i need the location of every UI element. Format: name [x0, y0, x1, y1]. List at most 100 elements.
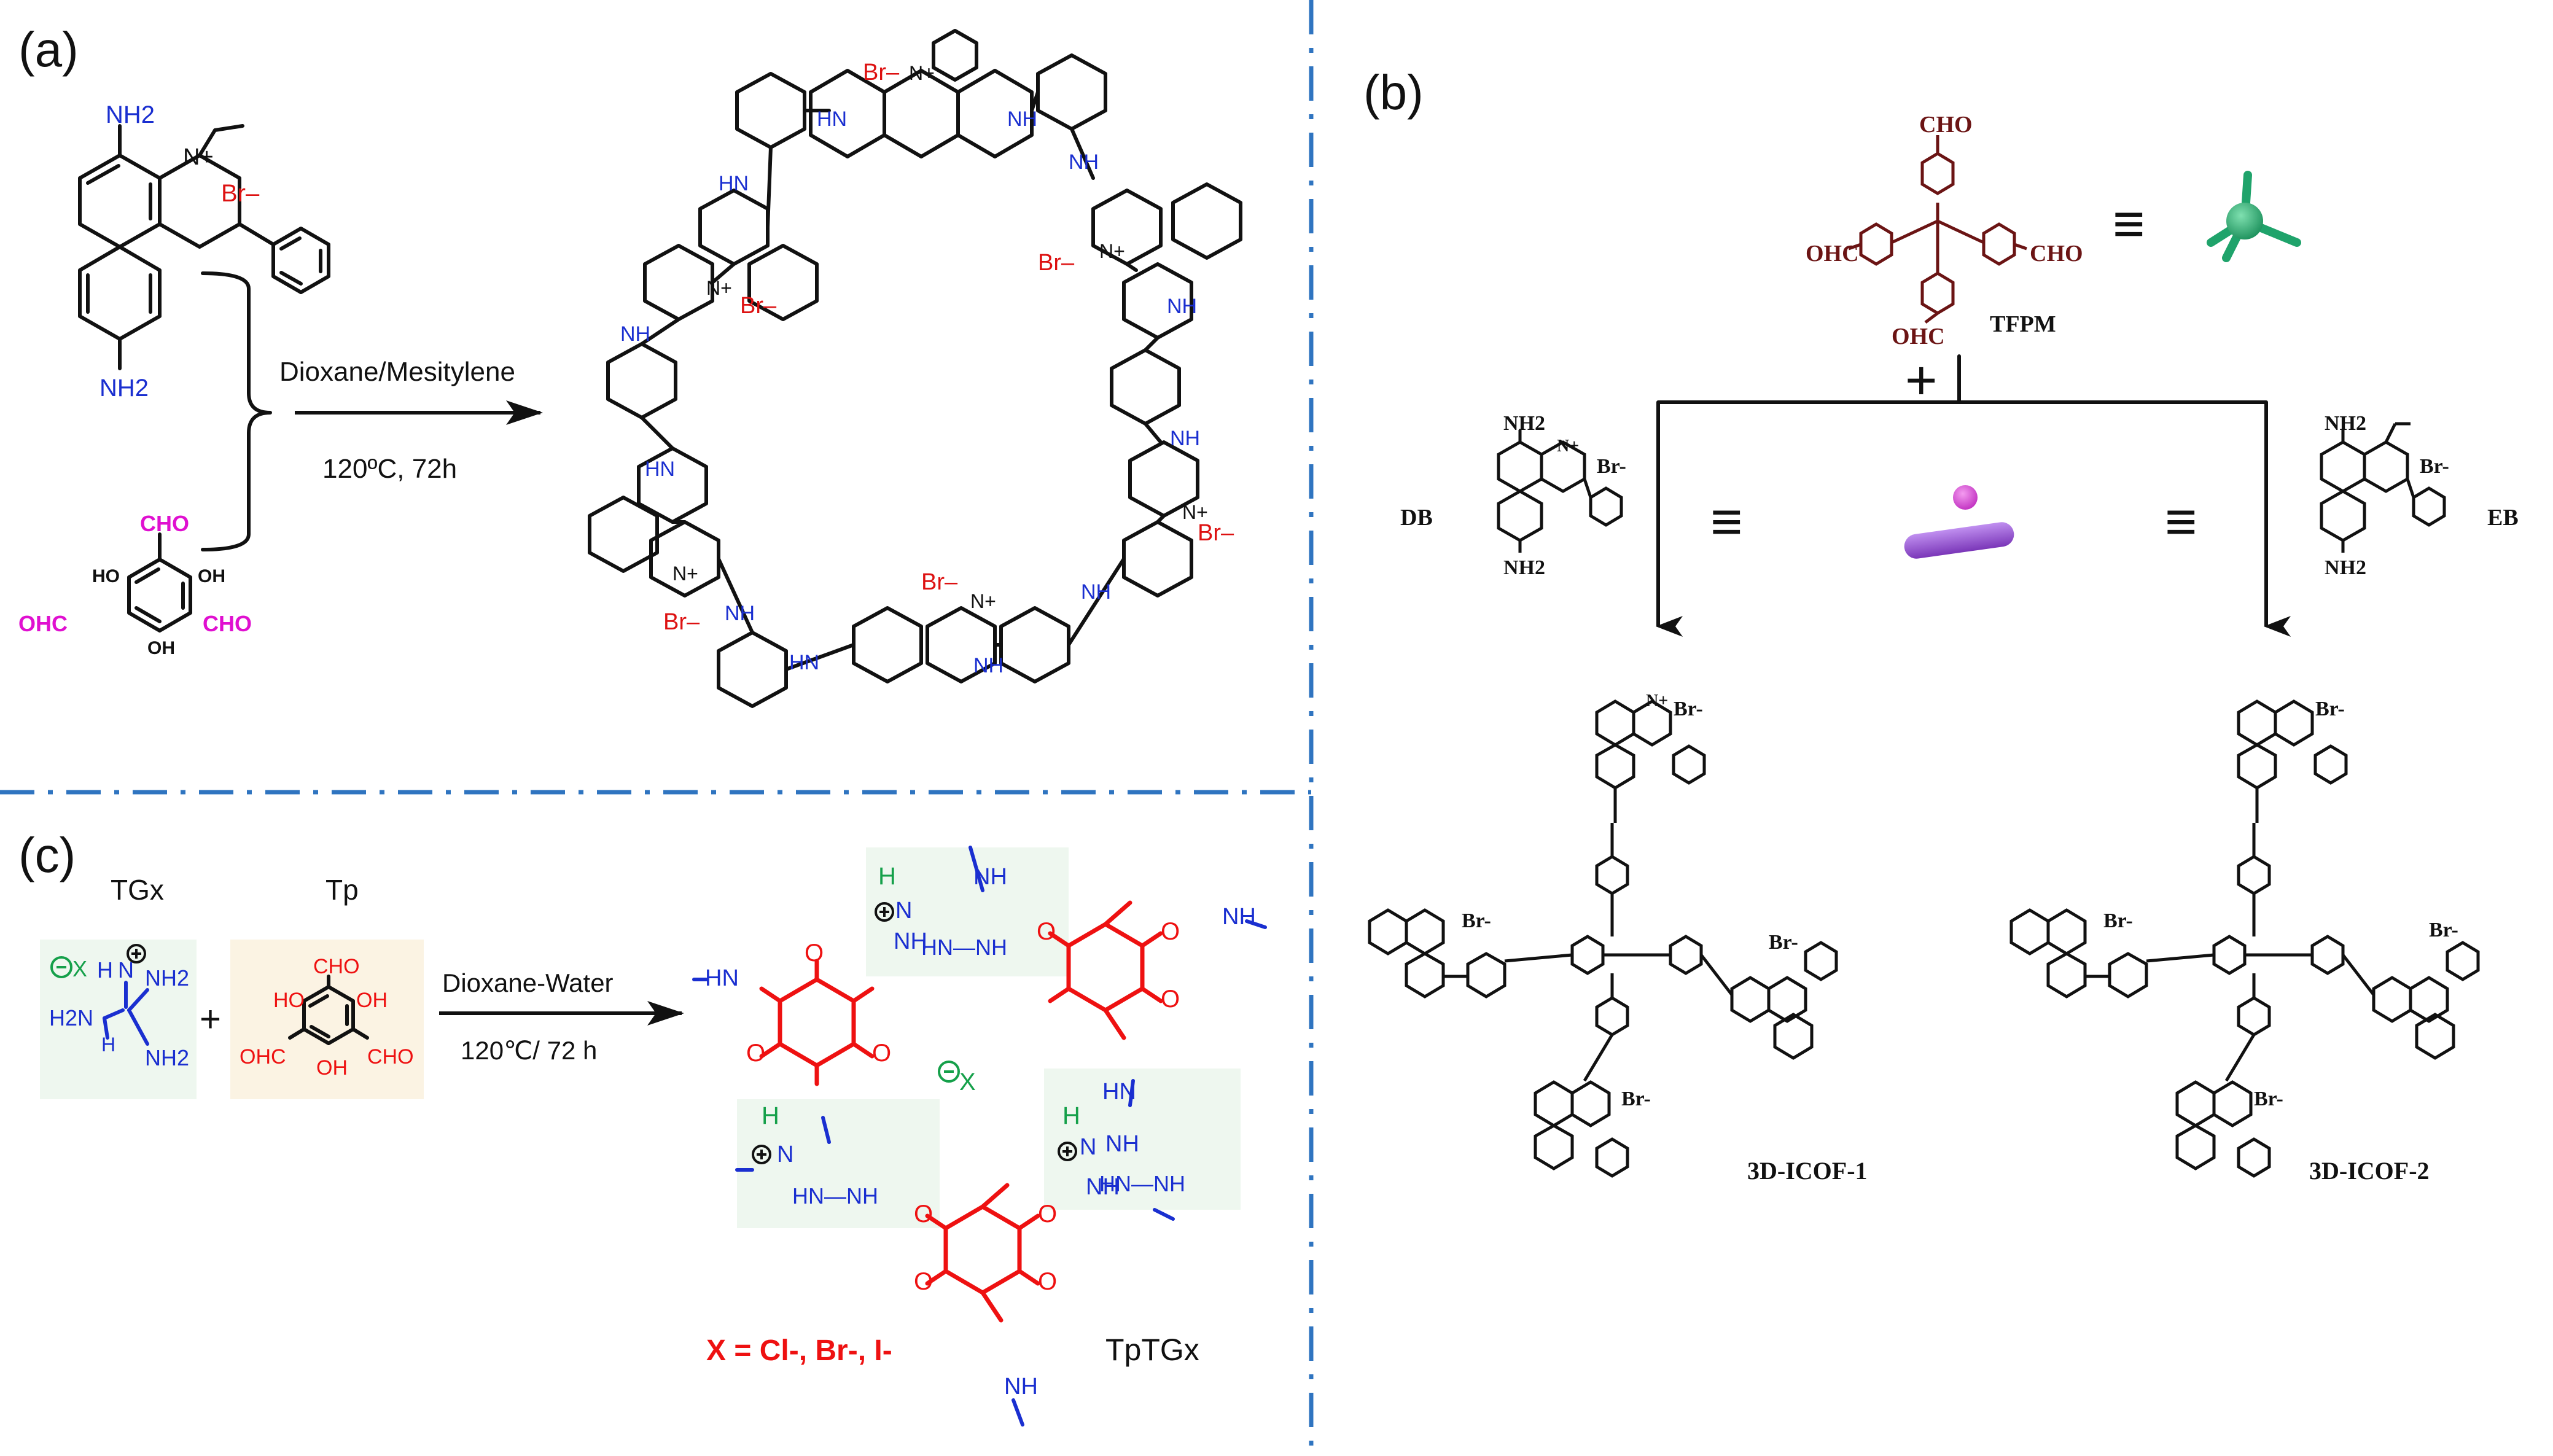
a-nh-6: NH: [1081, 580, 1111, 604]
c-tp-ohc: OHC: [240, 1045, 286, 1069]
c-nh-1: NH: [894, 928, 927, 954]
c-tp-box: [230, 940, 424, 1099]
a-nplus-6: N+: [706, 277, 732, 299]
a-n-11: NH: [620, 322, 650, 346]
db-molecule: NH2 NH2 Br- N+ DB: [1400, 412, 1626, 579]
c-plus: +: [200, 999, 221, 1040]
b-db-nh2-bottom: NH2: [1503, 556, 1545, 579]
c-hnnh-3: HN—NH: [1099, 1171, 1185, 1196]
a-br: Br–: [221, 180, 260, 207]
c-n-2: N: [777, 1142, 793, 1167]
a-brace: [201, 271, 272, 551]
icof-1-structure: N+ Br- Br- Br- Br- 3D-ICOF-1: [1368, 691, 1868, 1185]
panel-b: (b) CHO OHC CHO OHC TFPM ≡: [1363, 65, 2519, 1185]
c-tgx-label: TGx: [111, 874, 164, 906]
c-o-10: O: [914, 1268, 933, 1295]
a-br-6: Br–: [740, 293, 777, 319]
c-nh-5: NH: [1004, 1374, 1038, 1400]
panel-dividers: [0, 0, 1314, 1456]
b-ohc-left: OHC: [1806, 241, 1859, 267]
panel-c: (c) TGx Tp X H N NH2 H2N NH2 H +: [18, 828, 1267, 1427]
c-product-label: TpTGx: [1105, 1333, 1199, 1367]
c-tgx-nh2-2: NH2: [145, 1045, 189, 1070]
a-br-1: Br–: [863, 60, 900, 85]
c-tp-cho-right: CHO: [367, 1045, 414, 1069]
c-h-2: H: [762, 1102, 779, 1129]
c-tgx-h2n: H2N: [49, 1005, 93, 1030]
c-tgx-h2: H: [101, 1034, 115, 1056]
a-br-5: Br–: [663, 609, 700, 635]
c-highlight-1: [866, 847, 1069, 976]
a-nh-3: NH: [1069, 150, 1099, 174]
icof1-br-right: Br-: [1769, 931, 1798, 954]
icof1-br-bottom: Br-: [1621, 1088, 1651, 1110]
a-nplus: N+: [183, 144, 214, 170]
icof1-label: 3D-ICOF-1: [1747, 1157, 1868, 1185]
a-nplus-4: N+: [970, 590, 996, 612]
c-o-7: O: [914, 1201, 933, 1228]
c-hnnh-1: HN—NH: [921, 935, 1007, 960]
c-tgx-n: N: [118, 957, 134, 983]
c-nh-4: NH: [1086, 1174, 1120, 1200]
a-conditions-top: Dioxane/Mesitylene: [279, 357, 515, 387]
c-highlight-3: [1044, 1069, 1241, 1210]
a-product-macrocycle: HN NH NH NH NH NH NH HN NH HN NH HN Br– …: [588, 29, 1242, 708]
b-eb-br: Br-: [2420, 455, 2449, 478]
c-hn-1: HN: [705, 965, 739, 991]
a-ohc-left: OHC: [18, 611, 68, 636]
eb-molecule: NH2 NH2 Br- EB: [2320, 412, 2519, 579]
a-nh2-bottom: NH2: [99, 375, 149, 402]
b-db-br: Br-: [1597, 455, 1626, 478]
a-nh-9: NH: [725, 602, 755, 625]
panel-a-label: (a): [18, 22, 79, 77]
c-n-3: N: [1080, 1134, 1096, 1160]
icof2-br-bottom: Br-: [2254, 1088, 2283, 1110]
a-nplus-5: N+: [672, 563, 698, 585]
c-h-3: H: [1062, 1102, 1080, 1129]
a-oh2: OH: [147, 638, 175, 658]
b-eb-nh2-bottom: NH2: [2325, 556, 2366, 579]
a-nplus-1: N+: [909, 62, 935, 84]
c-o-6: O: [1161, 986, 1180, 1013]
c-o-8: O: [1038, 1201, 1057, 1228]
b-cho-right: CHO: [2030, 241, 2083, 267]
c-tgx-x: X: [72, 956, 87, 981]
c-tp-cho-top: CHO: [313, 955, 360, 978]
c-tgx-h: H: [97, 957, 113, 983]
b-tfpm-label: TFPM: [1990, 311, 2056, 337]
ethidium-reactant: NH2 NH2 N+ Br–: [78, 101, 330, 402]
c-nh-6: NH: [1105, 1131, 1139, 1157]
tp-reactant-a: CHO OHC CHO HO OH OH: [18, 511, 252, 658]
icof1-br-top: Br-: [1674, 698, 1703, 720]
a-br-4: Br–: [921, 569, 958, 595]
a-cho-right: CHO: [203, 611, 252, 636]
b-db-nplus: N+: [1557, 437, 1579, 456]
c-tp-oh-1: OH: [356, 989, 388, 1012]
icof-2-structure: Br- Br- Br- Br- 3D-ICOF-2: [2009, 698, 2480, 1185]
b-db-label: DB: [1400, 505, 1433, 531]
c-conditions-top: Dioxane-Water: [442, 968, 614, 997]
a-br-2: Br–: [1038, 250, 1075, 276]
a-cho-top: CHO: [140, 511, 189, 536]
panel-a: (a) NH2 NH2 N+ Br–: [18, 22, 1242, 708]
a-oh1: OH: [198, 566, 225, 586]
linker-rod-icon: [1904, 485, 2014, 559]
b-db-nh2-top: NH2: [1503, 412, 1545, 435]
icof2-br-top: Br-: [2315, 698, 2345, 720]
a-br-3: Br–: [1198, 520, 1234, 546]
c-n-1: N: [895, 898, 912, 924]
a-hn-10: HN: [645, 457, 675, 481]
c-tp-ho: HO: [273, 989, 305, 1012]
a-hn-12: HN: [719, 172, 749, 195]
c-h-1: H: [878, 863, 896, 890]
c-tgx-molecule: X H N NH2 H2N NH2 H: [49, 944, 189, 1070]
c-tp-label: Tp: [325, 874, 359, 906]
c-o-5: O: [1161, 918, 1180, 945]
c-highlight-2: [737, 1099, 940, 1228]
c-o-4: O: [1037, 918, 1056, 945]
a-ho: HO: [92, 566, 120, 586]
a-nh2-top: NH2: [106, 101, 155, 128]
b-ohc-bottom: OHC: [1892, 324, 1945, 349]
a-nplus-2: N+: [1099, 240, 1125, 262]
icof2-label: 3D-ICOF-2: [2309, 1157, 2430, 1185]
